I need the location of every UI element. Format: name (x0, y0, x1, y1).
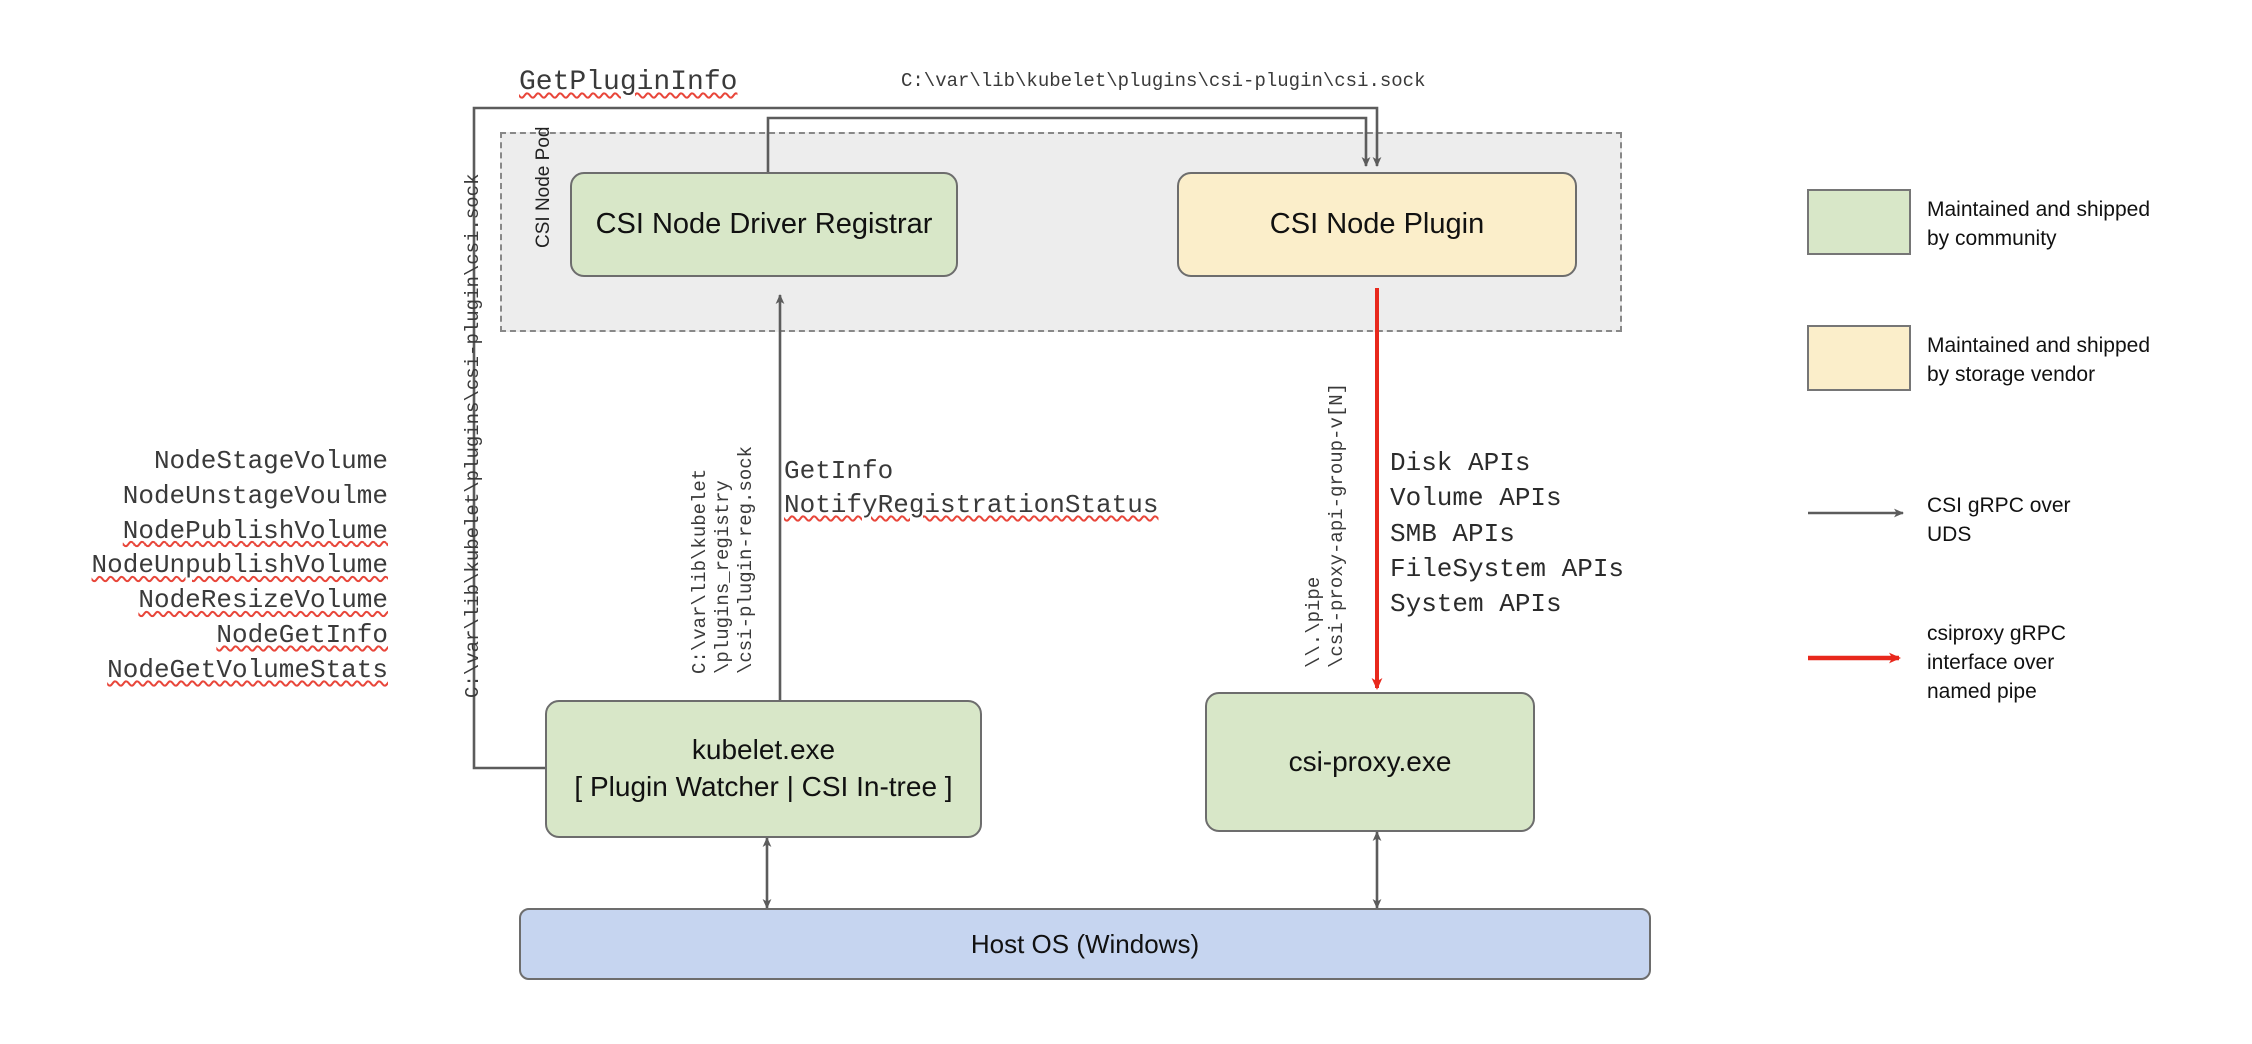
node-label: CSI Node Plugin (1269, 208, 1485, 241)
label-named-pipe-line2: \csi-proxy-api-group-v[N] (1326, 382, 1348, 668)
node-csi-node-plugin[interactable]: CSI Node Plugin (1177, 172, 1577, 277)
label-getplugininfo: GetPluginInfo (519, 67, 738, 98)
legend-swatch-vendor (1807, 325, 1911, 391)
node-operations-list: NodeStageVolume NodeUnstageVoulme NodePu… (78, 444, 388, 688)
label-csi-sock-path-vertical: C:\var\lib\kubelet\plugins\csi-plugin\cs… (462, 173, 484, 699)
node-operation-item: NodeUnpublishVolume (91, 550, 388, 581)
node-operation-item: NodeUnstageVoulme (122, 480, 388, 511)
csi-proxy-api-item: FileSystem APIs (1390, 554, 1625, 585)
label-notifyregistrationstatus: NotifyRegistrationStatus (784, 490, 1159, 520)
csi-proxy-api-item: SMB APIs (1390, 518, 1515, 549)
node-csi-node-driver-registrar[interactable]: CSI Node Driver Registrar (570, 172, 958, 277)
node-operation-item: NodePublishVolume (122, 515, 388, 546)
node-label-line1: kubelet.exe (691, 734, 836, 766)
csi-proxy-api-item: Disk APIs (1390, 448, 1531, 478)
node-label: Host OS (Windows) (970, 928, 1200, 959)
csi-proxy-api-list: Disk APIs Volume APIs SMB APIs FileSyste… (1390, 446, 1624, 623)
legend-label-csiproxy-grpc: csiproxy gRPC interface over named pipe (1927, 622, 2066, 703)
label-getinfo: GetInfo (784, 456, 894, 486)
csi-proxy-api-item: System APIs (1390, 589, 1562, 620)
legend-label-csi-grpc-uds: CSI gRPC over UDS (1927, 494, 2071, 546)
label-registry-sock-line3: \csi-plugin-reg.sock (735, 445, 757, 674)
node-csi-proxy-exe[interactable]: csi-proxy.exe (1205, 692, 1535, 832)
csi-node-pod-label: CSI Node Pod (533, 126, 554, 248)
legend-label-community: Maintained and shipped by community (1927, 198, 2151, 250)
label-registry-sock-line2: \plugins_registry (712, 480, 734, 674)
label-registry-sock-line1: C:\var\lib\kubelet (689, 468, 711, 674)
node-label: csi-proxy.exe (1288, 745, 1452, 777)
csi-proxy-api-item: Volume APIs (1390, 483, 1562, 514)
node-label-line2: [ Plugin Watcher | CSI In-tree ] (574, 771, 953, 802)
node-operation-item: NodeResizeVolume (138, 585, 388, 616)
legend-swatch-community (1807, 189, 1911, 255)
label-named-pipe-line1: \\.\pipe (1303, 576, 1325, 668)
node-label: CSI Node Driver Registrar (595, 208, 933, 241)
node-host-os[interactable]: Host OS (Windows) (519, 908, 1651, 980)
legend-label-vendor: Maintained and shipped by storage vendor (1927, 334, 2151, 386)
node-operation-item: NodeStageVolume (153, 446, 388, 476)
node-operation-item: NodeGetInfo (216, 620, 388, 651)
node-operation-item: NodeGetVolumeStats (107, 654, 388, 685)
node-kubelet-exe[interactable]: kubelet.exe [ Plugin Watcher | CSI In-tr… (545, 700, 982, 838)
label-csi-sock-path-top: C:\var\lib\kubelet\plugins\csi-plugin\cs… (901, 70, 1426, 92)
